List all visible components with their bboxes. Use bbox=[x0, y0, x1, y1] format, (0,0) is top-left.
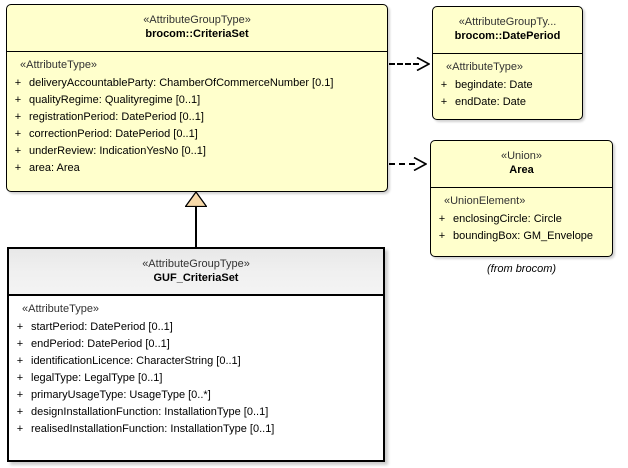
attribute-row[interactable]: + deliveryAccountableParty: ChamberOfCom… bbox=[7, 75, 387, 92]
attribute-row[interactable]: + startPeriod: DatePeriod [0..1] bbox=[9, 319, 383, 336]
visibility-marker: + bbox=[16, 338, 24, 350]
attribute-signature: enclosingCircle: Circle bbox=[453, 213, 562, 225]
generalization-triangle-outline bbox=[185, 192, 207, 207]
attribute-row[interactable]: + correctionPeriod: DatePeriod [0..1] bbox=[7, 126, 387, 143]
class-attribute-compartment-date-period: «AttributeType» + begindate: Date + endD… bbox=[433, 54, 582, 116]
attribute-row[interactable]: + boundingBox: GM_Envelope bbox=[431, 228, 612, 245]
class-header-area: «Union» Area bbox=[431, 141, 612, 188]
attribute-row[interactable]: + qualityRegime: Qualityregime [0..1] bbox=[7, 92, 387, 109]
attribute-group-stereotype: «UnionElement» bbox=[444, 195, 526, 207]
attribute-row[interactable]: + registrationPeriod: DatePeriod [0..1] bbox=[7, 109, 387, 126]
class-box-area[interactable]: «Union» Area «UnionElement» + enclosingC… bbox=[430, 140, 613, 257]
visibility-marker: + bbox=[16, 406, 24, 418]
class-stereotype: «AttributeGroupType» bbox=[143, 14, 251, 26]
visibility-marker: + bbox=[14, 94, 22, 106]
class-box-date-period[interactable]: «AttributeGroupTy... brocom::DatePeriod … bbox=[432, 6, 583, 120]
visibility-marker: + bbox=[14, 128, 22, 140]
attribute-row[interactable]: + realisedInstallationFunction: Installa… bbox=[9, 421, 383, 438]
attribute-signature: area: Area bbox=[29, 162, 80, 174]
attribute-group-stereotype: «AttributeType» bbox=[20, 59, 98, 71]
visibility-marker: + bbox=[440, 96, 448, 108]
attribute-signature: endDate: Date bbox=[455, 96, 526, 108]
attribute-row[interactable]: + area: Area bbox=[7, 160, 387, 177]
attribute-signature: correctionPeriod: DatePeriod [0..1] bbox=[29, 128, 198, 140]
class-box-guf-criteria-set[interactable]: «AttributeGroupType» GUF_CriteriaSet «At… bbox=[7, 247, 385, 462]
attribute-group-stereotype: «AttributeType» bbox=[22, 303, 100, 315]
attribute-row[interactable]: + enclosingCircle: Circle bbox=[431, 211, 612, 228]
attribute-signature: designInstallationFunction: Installation… bbox=[31, 406, 269, 418]
class-header-criteria-set: «AttributeGroupType» brocom::CriteriaSet bbox=[7, 5, 387, 52]
attribute-group-stereotype: «AttributeType» bbox=[446, 61, 524, 73]
attribute-signature: primaryUsageType: UsageType [0..*] bbox=[31, 389, 211, 401]
dependency-open-arrowhead-area bbox=[413, 157, 427, 171]
attribute-row[interactable]: + legalType: LegalType [0..1] bbox=[9, 370, 383, 387]
attribute-row[interactable]: + endDate: Date bbox=[433, 94, 582, 111]
class-stereotype: «AttributeGroupTy... bbox=[458, 16, 557, 28]
class-name: brocom::CriteriaSet bbox=[145, 28, 249, 40]
attribute-signature: realisedInstallationFunction: Installati… bbox=[31, 423, 275, 435]
class-stereotype: «AttributeGroupType» bbox=[142, 258, 250, 270]
class-name: GUF_CriteriaSet bbox=[153, 272, 239, 284]
class-header-date-period: «AttributeGroupTy... brocom::DatePeriod bbox=[433, 7, 582, 54]
attribute-signature: deliveryAccountableParty: ChamberOfComme… bbox=[29, 77, 334, 89]
visibility-marker: + bbox=[14, 77, 22, 89]
class-attribute-compartment-criteria-set: «AttributeType» + deliveryAccountablePar… bbox=[7, 52, 387, 182]
from-package-caption-area: (from brocom) bbox=[486, 263, 557, 275]
attribute-row[interactable]: + begindate: Date bbox=[433, 77, 582, 94]
class-stereotype: «Union» bbox=[501, 150, 542, 162]
visibility-marker: + bbox=[16, 389, 24, 401]
dependency-open-arrowhead-date-period bbox=[416, 57, 430, 71]
attribute-row[interactable]: + primaryUsageType: UsageType [0..*] bbox=[9, 387, 383, 404]
class-box-criteria-set[interactable]: «AttributeGroupType» brocom::CriteriaSet… bbox=[6, 4, 388, 192]
generalization-triangle-arrowhead[interactable] bbox=[185, 192, 207, 207]
attribute-signature: begindate: Date bbox=[455, 79, 533, 91]
visibility-marker: + bbox=[16, 355, 24, 367]
class-header-guf-criteria-set: «AttributeGroupType» GUF_CriteriaSet bbox=[9, 249, 383, 296]
dependency-connector-line-date-period[interactable] bbox=[389, 63, 419, 65]
attribute-row[interactable]: + designInstallationFunction: Installati… bbox=[9, 404, 383, 421]
attribute-signature: registrationPeriod: DatePeriod [0..1] bbox=[29, 111, 204, 123]
attribute-row[interactable]: + underReview: IndicationYesNo [0..1] bbox=[7, 143, 387, 160]
generalization-connector-line[interactable] bbox=[195, 205, 197, 249]
attribute-signature: startPeriod: DatePeriod [0..1] bbox=[31, 321, 173, 333]
attribute-signature: identificationLicence: CharacterString [… bbox=[31, 355, 241, 367]
attribute-signature: underReview: IndicationYesNo [0..1] bbox=[29, 145, 206, 157]
attribute-row[interactable]: + identificationLicence: CharacterString… bbox=[9, 353, 383, 370]
visibility-marker: + bbox=[14, 162, 22, 174]
visibility-marker: + bbox=[16, 372, 24, 384]
visibility-marker: + bbox=[16, 423, 24, 435]
attribute-signature: boundingBox: GM_Envelope bbox=[453, 230, 594, 242]
class-attribute-compartment-guf-criteria-set: «AttributeType» + startPeriod: DatePerio… bbox=[9, 296, 383, 443]
visibility-marker: + bbox=[438, 230, 446, 242]
visibility-marker: + bbox=[14, 111, 22, 123]
visibility-marker: + bbox=[438, 213, 446, 225]
dependency-connector-line-area[interactable] bbox=[389, 163, 415, 165]
class-name: Area bbox=[509, 164, 534, 176]
attribute-signature: legalType: LegalType [0..1] bbox=[31, 372, 163, 384]
class-name: brocom::DatePeriod bbox=[454, 30, 561, 42]
visibility-marker: + bbox=[14, 145, 22, 157]
class-attribute-compartment-area: «UnionElement» + enclosingCircle: Circle… bbox=[431, 188, 612, 250]
attribute-signature: endPeriod: DatePeriod [0..1] bbox=[31, 338, 170, 350]
attribute-signature: qualityRegime: Qualityregime [0..1] bbox=[29, 94, 201, 106]
visibility-marker: + bbox=[440, 79, 448, 91]
visibility-marker: + bbox=[16, 321, 24, 333]
attribute-row[interactable]: + endPeriod: DatePeriod [0..1] bbox=[9, 336, 383, 353]
